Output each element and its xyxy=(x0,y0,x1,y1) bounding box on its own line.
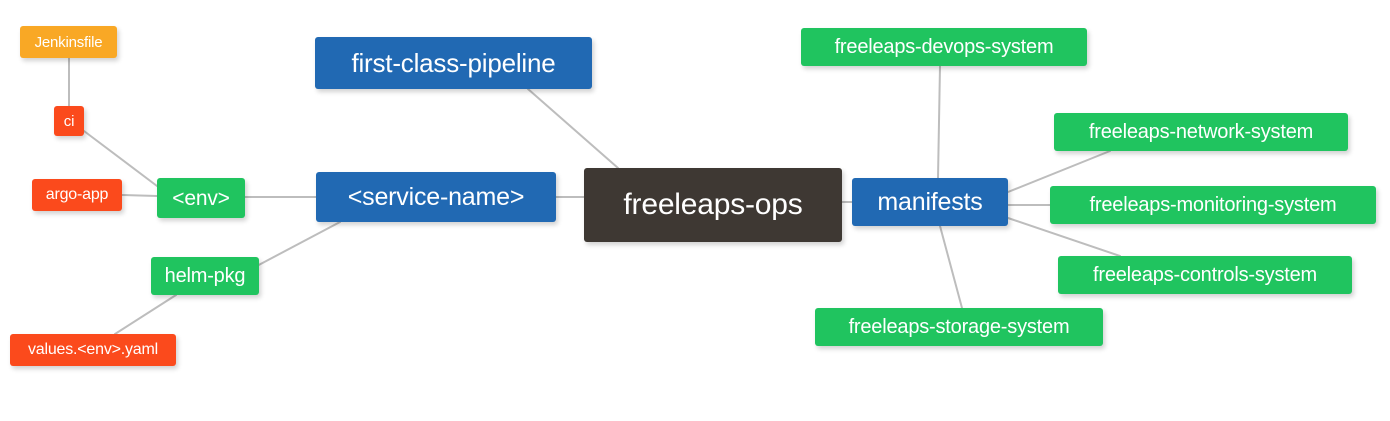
node-freeleaps-controls-system[interactable]: freeleaps-controls-system xyxy=(1058,256,1352,294)
node-freeleaps-devops-system[interactable]: freeleaps-devops-system xyxy=(801,28,1087,66)
node-label-freeleaps-network-system: freeleaps-network-system xyxy=(1088,121,1314,143)
node-ci[interactable]: ci xyxy=(54,106,84,136)
node-service-name[interactable]: <service-name> xyxy=(316,172,556,222)
node-argo-app[interactable]: argo-app xyxy=(32,179,122,211)
edge-service-name-to-helm-pkg xyxy=(252,221,341,269)
node-manifests[interactable]: manifests xyxy=(852,178,1008,226)
node-freeleaps-monitoring-system[interactable]: freeleaps-monitoring-system xyxy=(1050,186,1376,224)
node-label-jenkinsfile: Jenkinsfile xyxy=(34,33,103,51)
edge-manifests-to-freeleaps-devops-system xyxy=(937,65,941,179)
edge-ci-to-env xyxy=(83,130,158,187)
node-env[interactable]: <env> xyxy=(157,178,245,218)
edge-first-class-pipeline-to-freeleaps-ops xyxy=(527,88,619,169)
edge-helm-pkg-to-values-env-yaml xyxy=(114,294,177,335)
node-label-freeleaps-storage-system: freeleaps-storage-system xyxy=(848,316,1070,338)
node-label-env: <env> xyxy=(172,186,230,210)
node-helm-pkg[interactable]: helm-pkg xyxy=(151,257,259,295)
node-label-manifests: manifests xyxy=(877,187,983,216)
edge-argo-app-to-env xyxy=(121,194,158,197)
node-label-ci: ci xyxy=(63,112,75,130)
node-label-freeleaps-monitoring-system: freeleaps-monitoring-system xyxy=(1089,194,1337,216)
node-label-first-class-pipeline: first-class-pipeline xyxy=(351,48,556,78)
node-label-values-env-yaml: values.<env>.yaml xyxy=(27,341,158,358)
node-label-freeleaps-controls-system: freeleaps-controls-system xyxy=(1093,264,1317,286)
node-values-env-yaml[interactable]: values.<env>.yaml xyxy=(10,334,176,366)
node-freeleaps-ops[interactable]: freeleaps-ops xyxy=(584,168,842,242)
node-first-class-pipeline[interactable]: first-class-pipeline xyxy=(315,37,592,89)
edge-manifests-to-freeleaps-storage-system xyxy=(939,225,963,309)
node-label-service-name: <service-name> xyxy=(347,182,525,211)
node-label-freeleaps-devops-system: freeleaps-devops-system xyxy=(834,36,1054,58)
node-jenkinsfile[interactable]: Jenkinsfile xyxy=(20,26,117,58)
node-freeleaps-network-system[interactable]: freeleaps-network-system xyxy=(1054,113,1348,151)
node-label-argo-app: argo-app xyxy=(45,186,109,203)
node-label-freeleaps-ops: freeleaps-ops xyxy=(623,188,803,221)
node-label-helm-pkg: helm-pkg xyxy=(164,265,246,287)
node-freeleaps-storage-system[interactable]: freeleaps-storage-system xyxy=(815,308,1103,346)
